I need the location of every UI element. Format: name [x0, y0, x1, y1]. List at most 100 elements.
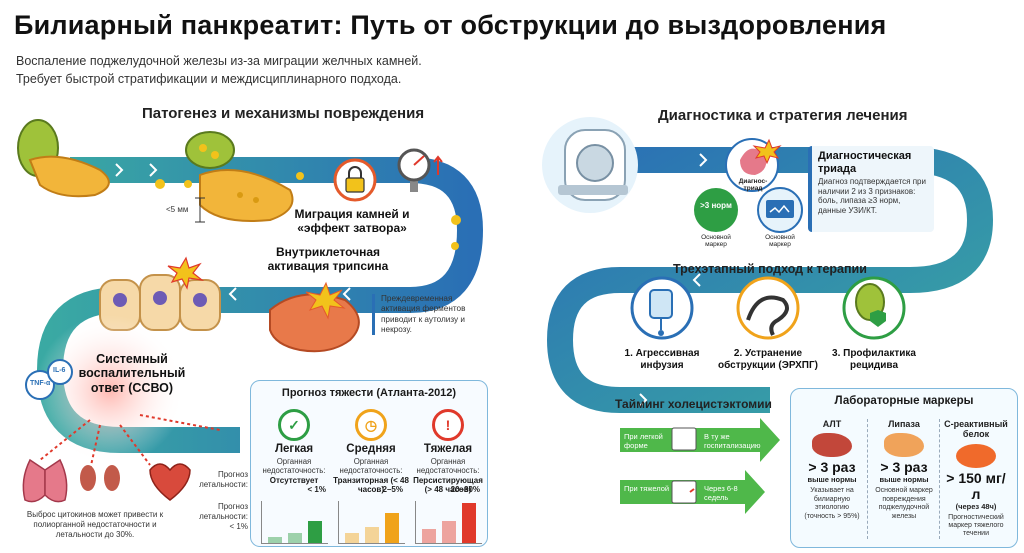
inflammation-burst — [25, 315, 221, 471]
lethality-bars: < 1% — [261, 485, 328, 544]
severity-value: Отсутствует — [269, 475, 319, 485]
severe-form-label: При тяжелой — [624, 484, 670, 493]
severity-name: Легкая — [274, 443, 314, 455]
lab-marker-value: > 3 раз — [880, 459, 928, 476]
severity-desc: Органная недостаточность: — [339, 457, 403, 476]
severity-desc: Органная недостаточность: — [416, 457, 480, 476]
lab-marker-name: АЛТ — [822, 419, 842, 429]
therapy-heading: Трехэтапный подход к терапии — [673, 262, 867, 276]
lab-marker-value: > 150 мг/л — [946, 469, 1006, 502]
lethality-row-value: < 1% — [229, 522, 248, 531]
lab-marker-column-2: С-реактивный белок > 150 мг/л(через 48ч) П… — [943, 419, 1009, 539]
lethality-bars: 2–5% — [338, 485, 405, 544]
lethality-bar — [462, 503, 476, 543]
shield-gallbladder-icon — [842, 276, 906, 340]
therapy-step-2: 2. Устранение обструкции (ЭРХПГ) — [718, 348, 818, 371]
severity-value: Персистирующая (> 48 часов) — [413, 475, 483, 495]
inflamed-pancreas-illustration — [269, 281, 360, 353]
lock-icon — [333, 158, 377, 202]
therapy-step-1: 1. Агрессивная инфузия — [624, 348, 700, 371]
marker-label-1: Основной маркер — [701, 234, 731, 249]
heart-icon — [149, 463, 191, 501]
marker-value-badge: >3 норм — [700, 201, 732, 210]
lethality-bar — [308, 521, 322, 543]
lab-marker-desc: Указывает на билиарную этиологию (точнос… — [804, 487, 860, 520]
lethality-bar — [268, 537, 282, 543]
lethality-row-label-2: Прогноз летальности: — [199, 502, 248, 521]
gallbladder-pancreas-illustration — [17, 119, 110, 198]
lab-marker-name: Липаза — [888, 419, 920, 429]
subtitle-line-2: Требует быстрой стратификации и междисци… — [16, 72, 402, 86]
pressure-gauge-icon — [397, 148, 443, 192]
marker-label-2: Основной маркер — [765, 234, 795, 249]
severity-name: Средняя — [346, 443, 396, 455]
stones — [155, 172, 461, 250]
lab-markers-heading: Лабораторные маркеры — [834, 395, 974, 407]
stone-size-label: <5 мм — [166, 205, 189, 214]
iv-drip-icon — [630, 276, 694, 340]
severity-name: Тяжелая — [423, 443, 473, 455]
prognosis-heading: Прогноз тяжести (Атланта-2012) — [281, 387, 457, 399]
trypsin-label: Внутриклеточная активация трипсина — [267, 245, 389, 273]
alarm-icon: ! — [432, 409, 464, 441]
check-icon: ✓ — [278, 409, 310, 441]
lethality-bar — [365, 527, 379, 543]
triad-text: Диагноз подтверждается при наличии 2 из … — [818, 177, 926, 216]
lethality-bar — [345, 533, 359, 543]
lethality-bars: 20–30% — [415, 485, 482, 544]
clock-icon: ◷ — [355, 409, 387, 441]
gallbladder-stones-illustration — [185, 131, 294, 222]
triad-center-label: Диагнос-триад — [738, 178, 768, 193]
subtitle-line-1: Воспаление поджелудочной железы из-за ми… — [16, 54, 422, 68]
therapy-step-3: 3. Профилактика рецидива — [832, 348, 916, 371]
lab-marker-norm: выше нормы — [879, 475, 929, 485]
size-marker — [195, 197, 205, 223]
severe-timing: Через 6-8 седель — [704, 484, 738, 502]
lethality-value: 20–30% — [450, 485, 480, 494]
lethality-bar — [442, 521, 456, 543]
lab-marker-norm: (через 48ч) — [955, 501, 997, 511]
cytokine-note: Выброс цитокинов может привести к полиор… — [26, 510, 164, 539]
lab-marker-desc: Прогностический маркер тяжелого течении — [948, 513, 1004, 538]
lethality-value: 2–5% — [382, 485, 403, 494]
page-title: Билиарный панкреатит: Путь от обструкции… — [14, 10, 887, 40]
migration-label: Миграция камней и «эффект затвора» — [294, 207, 410, 235]
il6-badge: IL-6 — [53, 367, 66, 374]
mild-timing: В ту же госпитализацию — [704, 432, 761, 450]
endoscope-icon — [736, 276, 800, 340]
lungs-icon — [22, 458, 68, 503]
lab-marker-name: С-реактивный белок — [944, 419, 1008, 440]
severity-value: Транзиторная (< 48 часов) — [333, 475, 409, 495]
lab-marker-norm: выше нормы — [807, 475, 857, 485]
liver-icon — [812, 433, 852, 458]
diagnostics-heading: Диагностика и стратегия лечения — [658, 107, 908, 124]
premature-activation-note: Преждевременная активация ферментов прив… — [372, 294, 493, 335]
timing-heading: Тайминг холецистэктомии — [615, 397, 772, 411]
triad-title: Диагностическая триада — [818, 150, 912, 175]
timing-arrows — [620, 418, 780, 514]
kidneys-icon — [80, 465, 120, 491]
diagnostic-triad-icons — [694, 138, 803, 233]
diagnostic-triad-card: Диагностическая триада Диагноз подтвержд… — [808, 146, 934, 232]
lab-marker-value: > 3 раз — [808, 459, 856, 476]
severity-desc: Органная недостаточность: — [262, 457, 326, 476]
lethality-bar — [422, 529, 436, 543]
ssvo-label: Системный воспалительный ответ (ССВО) — [78, 352, 186, 395]
lethality-bar — [385, 513, 399, 543]
lethality-value: < 1% — [307, 485, 326, 494]
lab-column-divider — [939, 419, 940, 539]
mild-form-label: При легкой форме — [624, 432, 663, 450]
lethality-bar — [288, 533, 302, 543]
lab-column-divider — [867, 419, 868, 539]
pathogenesis-heading: Патогенез и механизмы повреждения — [142, 105, 425, 122]
flame-icon — [956, 443, 996, 468]
